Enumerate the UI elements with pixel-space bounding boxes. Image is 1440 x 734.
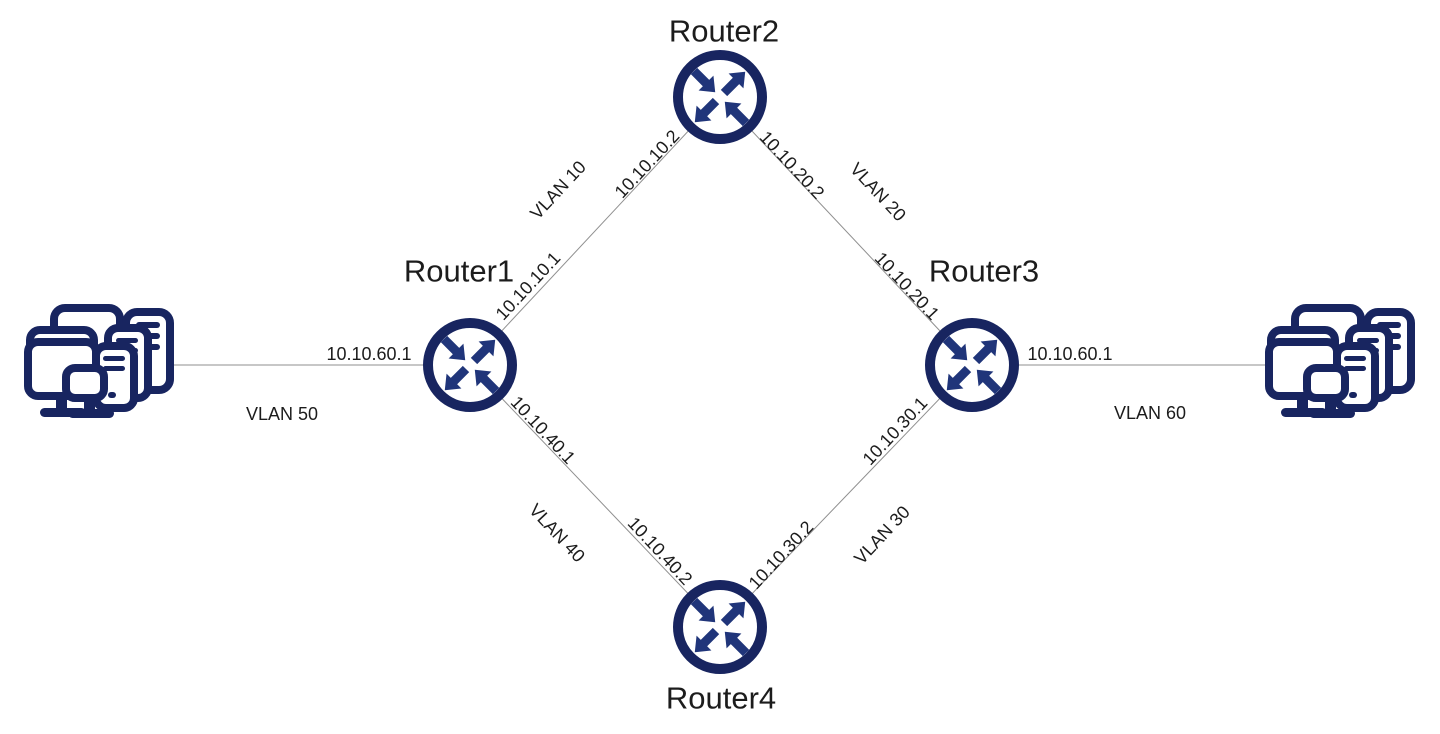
router-icon xyxy=(678,55,762,139)
router-router4 xyxy=(678,585,762,669)
vlan-label: VLAN 40 xyxy=(525,500,589,566)
link-labels-layer: 10.10.10.1 VLAN 10 10.10.10.2 10.10.20.2… xyxy=(246,126,1186,593)
ip-label: 10.10.40.1 xyxy=(507,392,580,468)
ip-label: 10.10.60.1 xyxy=(326,344,411,364)
vlan-label: VLAN 20 xyxy=(846,159,910,225)
ip-label: 10.10.10.2 xyxy=(611,126,684,202)
router3-label: Router3 xyxy=(929,254,1039,289)
router-router2 xyxy=(678,55,762,139)
vlan-label: VLAN 50 xyxy=(246,404,318,424)
ip-label: 10.10.20.2 xyxy=(756,127,829,203)
link-router2-router3 xyxy=(719,96,973,366)
ip-label: 10.10.30.1 xyxy=(859,393,932,469)
router-router1 xyxy=(428,323,512,407)
vlan-label: VLAN 30 xyxy=(850,502,914,568)
router1-label: Router1 xyxy=(404,254,514,289)
ip-label: 10.10.30.2 xyxy=(745,517,818,593)
workstation-cluster-icon xyxy=(28,308,170,418)
node-labels-layer: Router1 Router2 Router3 Router4 xyxy=(404,14,1039,716)
router4-label: Router4 xyxy=(666,681,776,716)
ip-label: 10.10.60.1 xyxy=(1027,344,1112,364)
vlan-label: VLAN 60 xyxy=(1114,403,1186,423)
link-router1-router4 xyxy=(469,364,721,628)
workstation-group-right xyxy=(1269,308,1411,418)
workstation-cluster-icon xyxy=(1269,308,1411,418)
ip-label: 10.10.40.2 xyxy=(624,513,697,589)
router-icon xyxy=(930,323,1014,407)
link-router3-router4 xyxy=(719,364,973,628)
workstation-group-left xyxy=(28,308,170,418)
links-layer xyxy=(170,96,1273,628)
router-icon xyxy=(678,585,762,669)
router2-label: Router2 xyxy=(669,14,779,49)
router-icon xyxy=(428,323,512,407)
router-router3 xyxy=(930,323,1014,407)
vlan-label: VLAN 10 xyxy=(526,157,590,223)
link-router1-router2 xyxy=(469,96,721,366)
